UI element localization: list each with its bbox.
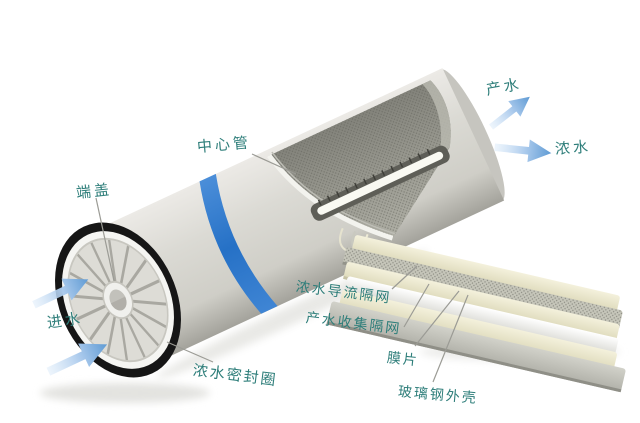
end-cap-assembly xyxy=(55,222,181,378)
feed-arrow-top xyxy=(32,278,89,309)
feed-arrow-bottom xyxy=(46,343,108,376)
label-end-cap: 端盖 xyxy=(75,180,113,202)
leader-prod-spacer xyxy=(403,283,430,328)
cutaway-far-wall xyxy=(422,80,451,155)
layer-sheet-frp-shell xyxy=(326,301,626,393)
leader-membrane xyxy=(414,290,460,347)
blue-stripe xyxy=(199,173,278,314)
layer-stack xyxy=(326,235,626,393)
center-tube-perforations xyxy=(317,148,431,206)
leader-conc-spacer xyxy=(391,265,418,290)
center-tube-opening-shade xyxy=(110,296,127,311)
leader-center-tube xyxy=(251,153,297,175)
center-tube-slot xyxy=(317,151,444,215)
concentrate-water-arrow xyxy=(494,139,552,163)
leader-lines xyxy=(95,153,469,383)
leader-end-cap xyxy=(95,197,115,282)
label-membrane-sheet: 膜片 xyxy=(386,350,420,370)
cap-ground-shadow xyxy=(40,383,210,403)
label-concentrate-water: 浓水 xyxy=(554,137,592,158)
end-cap-spoke-ring xyxy=(67,237,169,363)
product-water-arrow xyxy=(489,96,530,130)
leader-frp-shell xyxy=(432,294,469,383)
leader-brine-seal xyxy=(166,341,214,363)
